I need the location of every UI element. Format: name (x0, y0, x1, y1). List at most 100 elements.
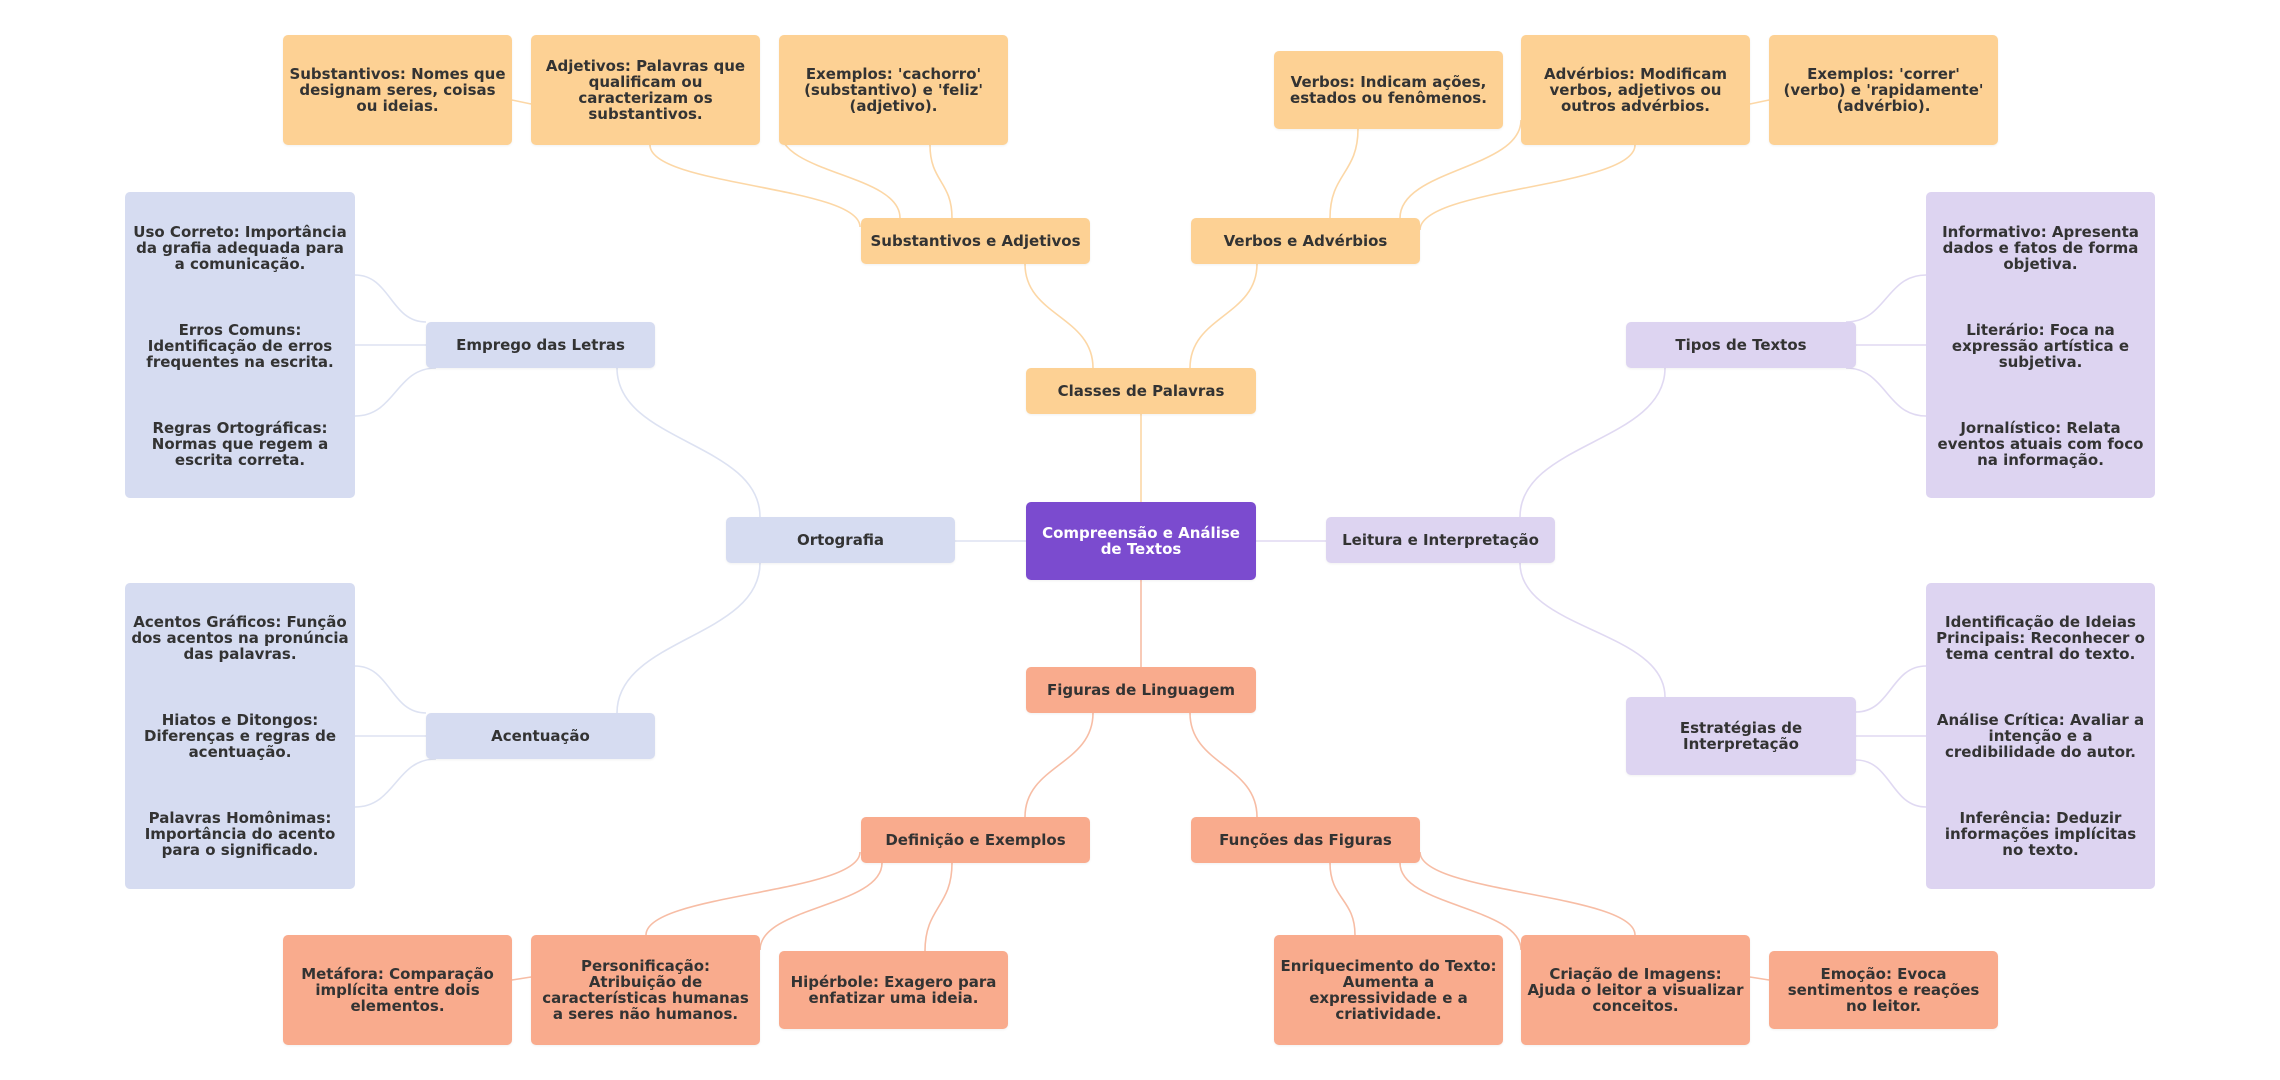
leaf-label: Substantivos: Nomes que designam seres, … (289, 64, 506, 116)
leaf-criacao-de-imagens[interactable]: Criação de Imagens: Ajuda o leitor a vis… (1521, 935, 1750, 1045)
leaf-personificacao[interactable]: Personificação: Atribuição de caracterís… (531, 935, 760, 1045)
leaf-label: Identificação de Ideias Principais: Reco… (1936, 612, 2145, 664)
edge-funcoes-criacao (1399, 862, 1522, 951)
node-definicao-e-exemplos[interactable]: Definição e Exemplos (861, 817, 1090, 863)
edge-classes-verbos (1189, 263, 1258, 369)
leaf-group-emprego (125, 192, 355, 498)
leaf-group-acentuacao (125, 583, 355, 889)
node-funcoes-das-figuras[interactable]: Funções das Figuras (1191, 817, 1420, 863)
leaf-label: Literário: Foca na expressão artística e… (1951, 320, 2130, 372)
leaf-label: Adjetivos: Palavras que qualificam ou ca… (545, 56, 746, 124)
leaf-label: Criação de Imagens: Ajuda o leitor a vis… (1527, 964, 1744, 1016)
root-label: Compreensão e Análise de Textos (1042, 523, 1240, 558)
leaf-inferencia[interactable]: Inferência: Deduzir informações implícit… (1926, 786, 2155, 882)
edge-substantivos-leaf (511, 99, 532, 105)
leaf-group-estrategias (1926, 583, 2155, 889)
edge-substantivos-adjetivos (649, 144, 861, 228)
node-label: Estratégias de Interpretação (1679, 718, 1803, 753)
edge-estrategias-inferencia (1855, 759, 1927, 808)
edge-verbos-verbos (1329, 128, 1359, 219)
leaf-metafora[interactable]: Metáfora: Comparação implícita entre doi… (283, 935, 512, 1045)
edge-substantivos-exemplos-b (929, 144, 953, 219)
edge-figuras-funcoes (1189, 712, 1258, 818)
leaf-substantivos[interactable]: Substantivos: Nomes que designam seres, … (283, 35, 512, 145)
node-label: Acentuação (491, 726, 590, 745)
node-label: Definição e Exemplos (885, 830, 1066, 849)
root-node[interactable]: Compreensão e Análise de Textos (1026, 502, 1256, 580)
edge-adverbios-exemplos (1749, 99, 1770, 105)
leaf-label: Exemplos: 'correr' (verbo) e 'rapidament… (1783, 64, 1984, 116)
leaf-exemplos-verbo[interactable]: Exemplos: 'correr' (verbo) e 'rapidament… (1769, 35, 1998, 145)
edge-ortografia-acentuacao (616, 562, 761, 714)
node-ortografia[interactable]: Ortografia (726, 517, 955, 563)
leaf-label: Hipérbole: Exagero para enfatizar uma id… (790, 972, 997, 1007)
leaf-label: Análise Crítica: Avaliar a intenção e a … (1936, 710, 2145, 762)
leaf-label: Acentos Gráficos: Função dos acentos na … (131, 612, 349, 664)
node-estrategias-de-interpretacao[interactable]: Estratégias de Interpretação (1626, 697, 1856, 775)
node-label: Funções das Figuras (1219, 830, 1392, 849)
edge-verbos-exemplos (1419, 144, 1636, 231)
edge-leitura-estrategias (1519, 562, 1666, 698)
leaf-label: Metáfora: Comparação implícita entre doi… (301, 964, 494, 1016)
leaf-label: Uso Correto: Importância da grafia adequ… (133, 222, 347, 274)
node-figuras-de-linguagem[interactable]: Figuras de Linguagem (1026, 667, 1256, 713)
node-verbos-e-adverbios[interactable]: Verbos e Advérbios (1191, 218, 1420, 264)
node-label: Ortografia (796, 530, 885, 549)
node-label: Leitura e Interpretação (1342, 530, 1539, 549)
edge-figuras-definicao (1024, 712, 1094, 818)
leaf-regras-ortograficas[interactable]: Regras Ortográficas: Normas que regem a … (125, 396, 355, 492)
leaf-acentos-graficos[interactable]: Acentos Gráficos: Função dos acentos na … (125, 590, 355, 686)
leaf-label: Jornalístico: Relata eventos atuais com … (1937, 418, 2144, 470)
leaf-erros-comuns[interactable]: Erros Comuns: Identificação de erros fre… (125, 298, 355, 394)
edge-funcoes-emocao (1419, 851, 1636, 936)
leaf-identificacao-ideias[interactable]: Identificação de Ideias Principais: Reco… (1926, 590, 2155, 686)
node-label: Emprego das Letras (456, 335, 625, 354)
node-label: Classes de Palavras (1057, 381, 1225, 400)
edge-emprego-regras (354, 367, 437, 417)
leaf-label: Regras Ortográficas: Normas que regem a … (151, 418, 329, 470)
node-classes-de-palavras[interactable]: Classes de Palavras (1026, 368, 1256, 414)
node-leitura-e-interpretacao[interactable]: Leitura e Interpretação (1326, 517, 1555, 563)
leaf-label: Verbos: Indicam ações, estados ou fenôme… (1290, 72, 1487, 107)
leaf-adjetivos[interactable]: Adjetivos: Palavras que qualificam ou ca… (531, 35, 760, 145)
node-label: Substantivos e Adjetivos (870, 231, 1081, 250)
leaf-uso-correto[interactable]: Uso Correto: Importância da grafia adequ… (125, 200, 355, 296)
leaf-label: Exemplos: 'cachorro' (substantivo) e 'fe… (804, 64, 983, 116)
edge-ortografia-emprego (616, 367, 761, 518)
edge-criacao-emocao (1749, 976, 1770, 981)
leaf-hiatos-e-ditongos[interactable]: Hiatos e Ditongos: Diferenças e regras d… (125, 688, 355, 784)
node-acentuacao[interactable]: Acentuação (426, 713, 655, 759)
leaf-exemplos-substantivo[interactable]: Exemplos: 'cachorro' (substantivo) e 'fe… (779, 35, 1008, 145)
edge-emprego-uso (354, 274, 427, 323)
edge-funcoes-enriquecimento (1329, 862, 1356, 936)
edge-definicao-personificacao-b (759, 862, 883, 951)
leaf-group-tipos (1926, 192, 2155, 498)
edge-definicao-hiperbole (924, 862, 953, 952)
edge-tipos-jornalistico (1845, 367, 1927, 417)
leaf-jornalistico[interactable]: Jornalístico: Relata eventos atuais com … (1926, 396, 2155, 492)
leaf-enriquecimento[interactable]: Enriquecimento do Texto: Aumenta a expre… (1274, 935, 1503, 1045)
leaf-hiperbole[interactable]: Hipérbole: Exagero para enfatizar uma id… (779, 951, 1008, 1029)
leaf-palavras-homonimas[interactable]: Palavras Homônimas: Importância do acent… (125, 786, 355, 882)
node-tipos-de-textos[interactable]: Tipos de Textos (1626, 322, 1856, 368)
leaf-label: Personificação: Atribuição de caracterís… (542, 956, 749, 1024)
leaf-adverbios[interactable]: Advérbios: Modificam verbos, adjetivos o… (1521, 35, 1750, 145)
leaf-label: Hiatos e Ditongos: Diferenças e regras d… (144, 710, 336, 762)
edge-acentuacao-homonimas (354, 758, 437, 808)
leaf-verbos[interactable]: Verbos: Indicam ações, estados ou fenôme… (1274, 51, 1503, 129)
leaf-label: Palavras Homônimas: Importância do acent… (144, 808, 336, 860)
leaf-emocao[interactable]: Emoção: Evoca sentimentos e reações no l… (1769, 951, 1998, 1029)
node-substantivos-e-adjetivos[interactable]: Substantivos e Adjetivos (861, 218, 1090, 264)
node-label: Verbos e Advérbios (1223, 231, 1388, 250)
node-label: Figuras de Linguagem (1046, 680, 1236, 699)
edge-classes-substantivos (1024, 263, 1094, 369)
leaf-label: Erros Comuns: Identificação de erros fre… (146, 320, 334, 372)
leaf-analise-critica[interactable]: Análise Crítica: Avaliar a intenção e a … (1926, 688, 2155, 784)
leaf-literario[interactable]: Literário: Foca na expressão artística e… (1926, 298, 2155, 394)
edge-tipos-informativo (1845, 274, 1927, 323)
leaf-informativo[interactable]: Informativo: Apresenta dados e fatos de … (1926, 200, 2155, 296)
edge-acentuacao-acentos (354, 665, 427, 714)
node-emprego-das-letras[interactable]: Emprego das Letras (426, 322, 655, 368)
